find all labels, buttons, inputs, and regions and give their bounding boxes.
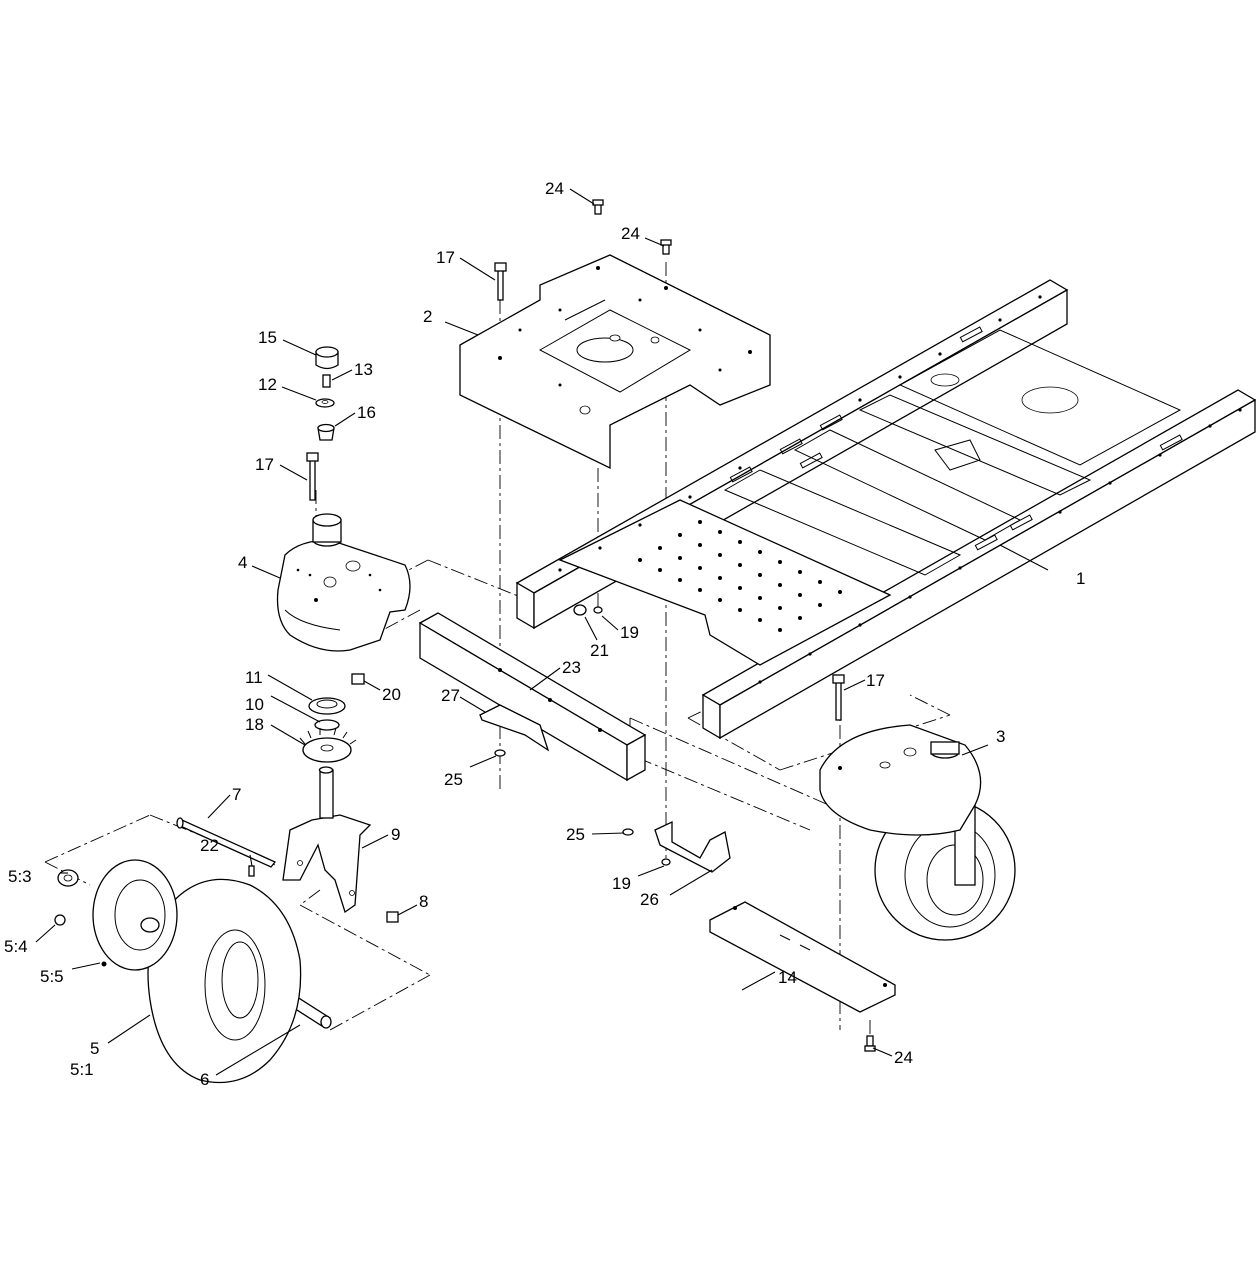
- callout-6: 6: [200, 1070, 209, 1089]
- bearing-stack: [299, 697, 357, 763]
- callout-16: 16: [357, 403, 376, 422]
- callout-27: 27: [441, 686, 460, 705]
- callout-25-right: 25: [566, 825, 585, 844]
- callout-12: 12: [258, 375, 277, 394]
- callout-21: 21: [590, 641, 609, 660]
- floor-perforations: [638, 520, 842, 632]
- axle-bolt-7: [176, 817, 277, 868]
- callout-24-bottom: 24: [894, 1048, 913, 1067]
- callout-17-rear: 17: [866, 671, 885, 690]
- frame-rail-holes: [558, 295, 1242, 684]
- callout-10: 10: [245, 695, 264, 714]
- bracket-27: [479, 704, 550, 752]
- callout-22: 22: [200, 836, 219, 855]
- right-caster-assembly: [819, 724, 1016, 941]
- callout-5-4: 5:4: [4, 937, 28, 956]
- callout-labels: 1 2 3 4 5 5:1 5:3 5:4 5:5 6 7 8 9 10 11 …: [4, 179, 1085, 1089]
- callout-5-5: 5:5: [40, 967, 64, 986]
- bottom-plate-14: [709, 901, 896, 1013]
- top-cover-plate: [459, 254, 771, 470]
- callout-24-top: 24: [545, 179, 564, 198]
- front-wheel-5: [54, 859, 302, 1084]
- callout-13: 13: [354, 360, 373, 379]
- callout-14: 14: [778, 968, 797, 987]
- callout-19-bracket: 19: [612, 874, 631, 893]
- callout-15: 15: [258, 328, 277, 347]
- callout-5: 5: [90, 1039, 99, 1058]
- callout-8: 8: [419, 892, 428, 911]
- callout-4: 4: [238, 553, 247, 572]
- callout-26: 26: [640, 890, 659, 909]
- left-caster-housing: [276, 513, 411, 652]
- bracket-26: [654, 820, 731, 873]
- callout-19-frame: 19: [620, 623, 639, 642]
- top-hardware-stack: [306, 262, 845, 721]
- callout-5-3: 5:3: [8, 867, 32, 886]
- sprocket-18: [299, 727, 357, 763]
- callout-18: 18: [245, 715, 264, 734]
- callout-3: 3: [996, 727, 1005, 746]
- callout-25-left: 25: [444, 770, 463, 789]
- callout-20: 20: [382, 685, 401, 704]
- callout-24-mid: 24: [621, 224, 640, 243]
- main-frame: [515, 279, 1257, 740]
- leader-lines: [35, 188, 1049, 1076]
- callout-23: 23: [562, 658, 581, 677]
- callout-2: 2: [423, 307, 432, 326]
- callout-5-1: 5:1: [70, 1060, 94, 1079]
- callout-7: 7: [232, 785, 241, 804]
- callout-1: 1: [1076, 569, 1085, 588]
- callout-17-plate: 17: [436, 248, 455, 267]
- callout-11: 11: [245, 668, 263, 687]
- fasteners: [248, 199, 876, 1052]
- wheel-rim-5-5: [92, 859, 178, 971]
- caster-fork-9: [282, 766, 372, 914]
- callout-17-housing: 17: [255, 455, 274, 474]
- cross-tube: [418, 612, 647, 782]
- callout-9: 9: [391, 825, 400, 844]
